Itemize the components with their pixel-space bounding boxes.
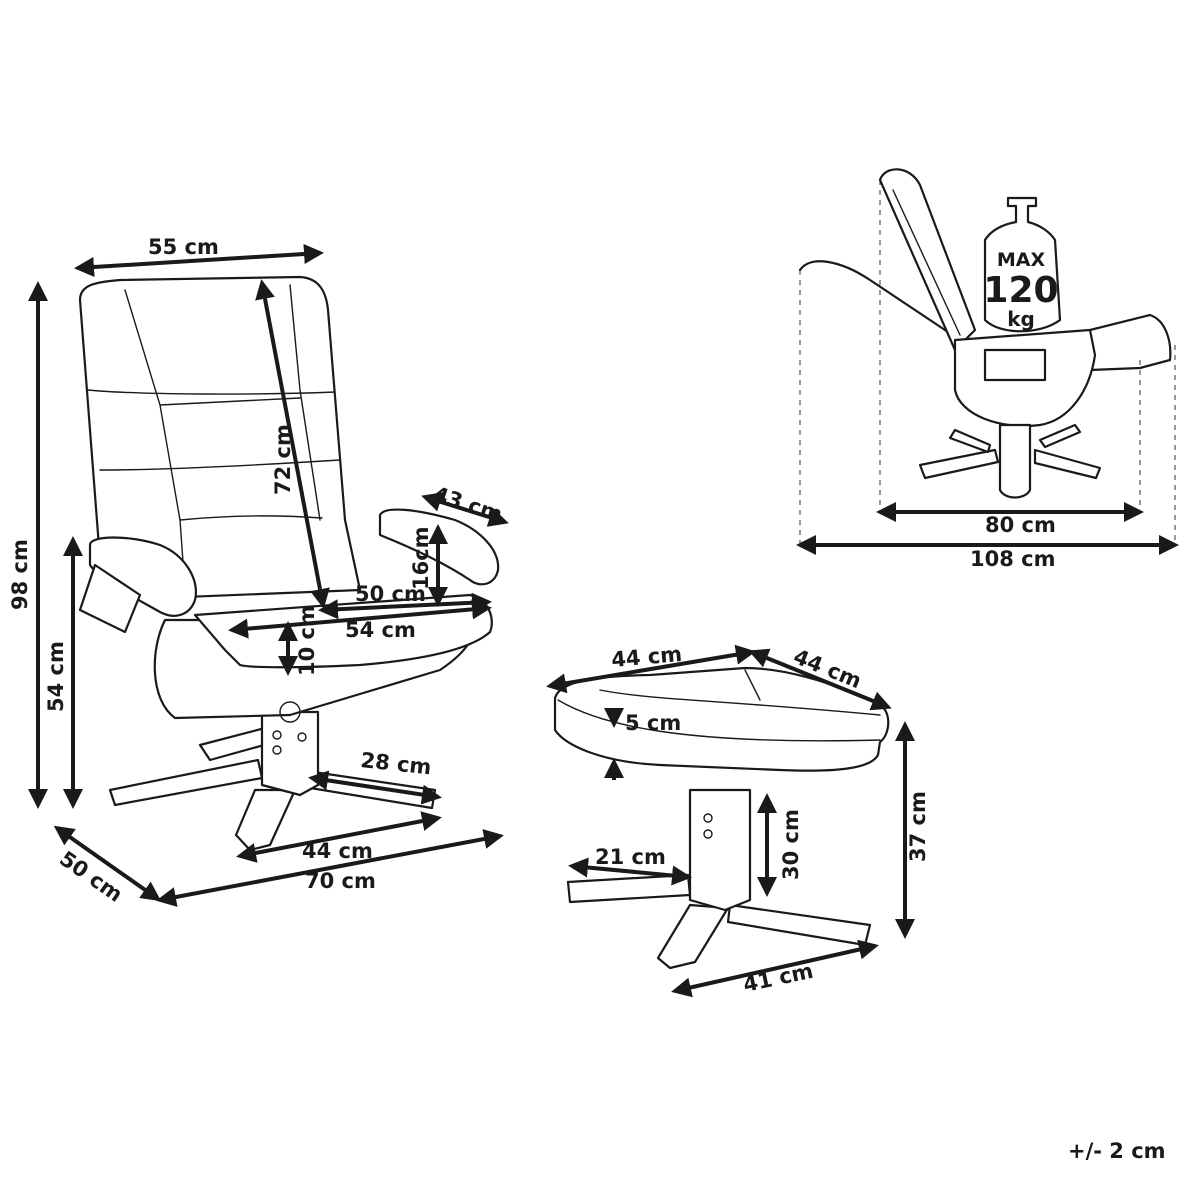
seat-height-label: 54 cm bbox=[44, 641, 68, 712]
upright-length-label: 80 cm bbox=[985, 513, 1056, 537]
max-weight-line2: 120 bbox=[983, 270, 1058, 311]
chair-overall-width-label: 70 cm bbox=[305, 869, 376, 893]
chair-dimension-lines bbox=[28, 244, 509, 907]
ottoman-leg-height-label: 30 cm bbox=[779, 809, 803, 880]
chair-base-width-label: 44 cm bbox=[302, 839, 373, 863]
max-weight-line3: kg bbox=[1007, 307, 1035, 331]
max-weight-line1: MAX bbox=[997, 249, 1046, 271]
recliner-chair-drawing bbox=[78, 275, 500, 852]
seat-depth-label: 50 cm bbox=[355, 582, 426, 606]
recline-view-drawing bbox=[798, 168, 1176, 545]
backrest-height-label: 72 cm bbox=[271, 424, 295, 495]
chair-base-leg-label: 28 cm bbox=[359, 748, 432, 779]
ottoman-dimension-lines bbox=[546, 644, 915, 998]
reclined-length-label: 108 cm bbox=[970, 547, 1055, 571]
chair-height-label: 98 cm bbox=[8, 539, 32, 610]
ottoman-base-width-label: 41 cm bbox=[741, 959, 815, 997]
chair-width-label: 55 cm bbox=[148, 235, 219, 259]
ottoman-height-label: 37 cm bbox=[906, 791, 930, 862]
ottoman-base-leg-label: 21 cm bbox=[595, 845, 666, 869]
ottoman-drawing bbox=[553, 666, 890, 970]
armrest-height-label: 16cm bbox=[409, 526, 433, 590]
chair-depth-label: 50 cm bbox=[55, 846, 127, 906]
seat-width-label: 54 cm bbox=[345, 618, 416, 642]
ottoman-cushion-label: 5 cm bbox=[625, 711, 681, 735]
tolerance-note: +/- 2 cm bbox=[1068, 1139, 1166, 1163]
cushion-thickness-label: 10 cm bbox=[295, 605, 319, 676]
